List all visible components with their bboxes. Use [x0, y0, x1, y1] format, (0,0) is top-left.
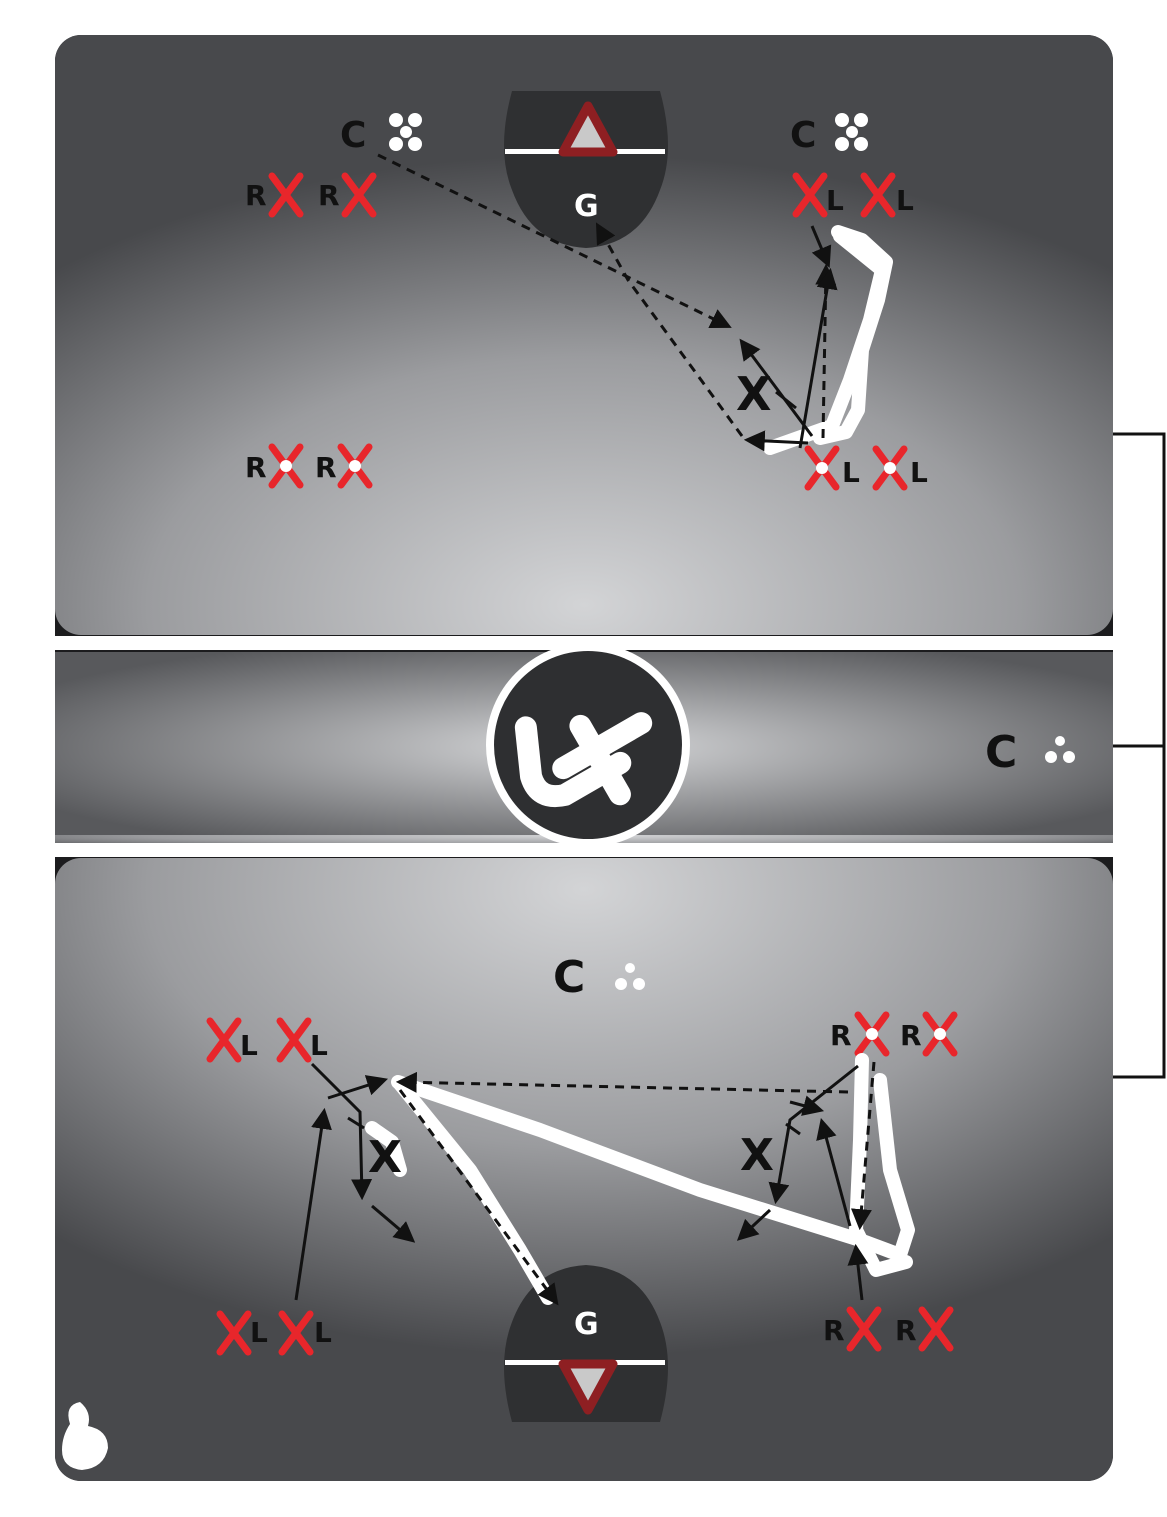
goal-triangle-icon	[558, 1359, 618, 1415]
left-label: L	[842, 456, 860, 489]
corner-blob-icon	[62, 1402, 108, 1470]
goalie-label: G	[574, 1307, 599, 1342]
defender-label: X	[740, 1130, 774, 1181]
right-label: R	[315, 451, 337, 484]
left-label: L	[240, 1029, 258, 1062]
right-label: R	[318, 179, 340, 212]
left-label: L	[310, 1029, 328, 1062]
lacrosse-brand-logo-icon	[486, 643, 690, 847]
coach-label: C	[553, 952, 585, 1003]
left-label: L	[896, 184, 914, 217]
goal-triangle-icon	[558, 101, 618, 157]
bottom-pass-arrows	[294, 1061, 876, 1306]
goalie-label: G	[574, 189, 599, 224]
left-label: L	[314, 1316, 332, 1349]
defender-label: X	[736, 367, 771, 421]
right-label: R	[823, 1314, 845, 1347]
left-label: L	[826, 184, 844, 217]
right-label: R	[830, 1019, 852, 1052]
right-label: R	[245, 179, 267, 212]
left-label: L	[910, 456, 928, 489]
field-bottom-half	[55, 858, 1113, 1481]
restraining-line-bottom	[55, 843, 1113, 857]
sideline-bracket	[1113, 432, 1166, 1079]
coach-label: C	[985, 727, 1017, 778]
left-label: L	[250, 1316, 268, 1349]
restraining-line-top	[55, 636, 1113, 650]
right-label: R	[245, 451, 267, 484]
right-label: R	[900, 1019, 922, 1052]
top-pass-arrows	[377, 153, 838, 452]
defender-label: X	[368, 1132, 402, 1183]
coach-label: C	[790, 115, 816, 156]
top-goal-crease: G	[504, 91, 668, 248]
right-label: R	[895, 1314, 917, 1347]
field-top-half	[55, 35, 1113, 635]
coach-label: C	[340, 115, 366, 156]
